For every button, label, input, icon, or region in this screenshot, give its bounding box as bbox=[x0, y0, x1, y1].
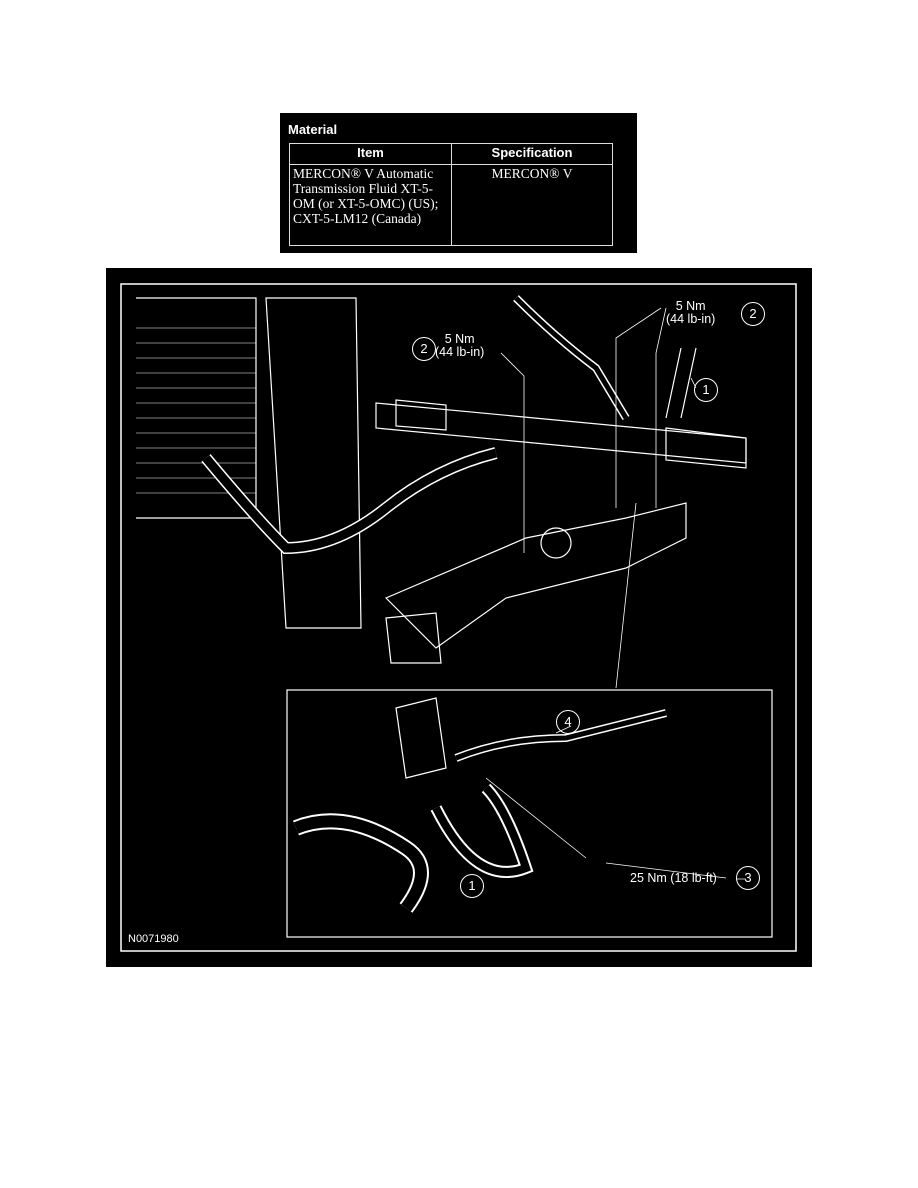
torque-lbin: (44 lb-in) bbox=[666, 312, 716, 326]
figure-id: N0071980 bbox=[128, 933, 179, 945]
cell-item: MERCON® V Automatic Transmission Fluid X… bbox=[289, 164, 452, 246]
illustration-drawing bbox=[120, 283, 797, 952]
callout-1a: 1 bbox=[694, 378, 718, 402]
material-table: Item Specification MERCON® V Automatic T… bbox=[289, 143, 613, 246]
steering-gear-illustration: 5 Nm(44 lb-in) 2 5 Nm(44 lb-in) 2 1 4 25… bbox=[106, 268, 812, 967]
callout-1b: 1 bbox=[460, 874, 484, 898]
torque-label-2b: 5 Nm(44 lb-in) bbox=[666, 300, 715, 326]
table-row: MERCON® V Automatic Transmission Fluid X… bbox=[289, 164, 613, 246]
callout-2b: 2 bbox=[741, 302, 765, 326]
torque-nm: 5 Nm bbox=[444, 332, 475, 346]
torque-label-2a: 5 Nm(44 lb-in) bbox=[435, 333, 484, 359]
callout-4: 4 bbox=[556, 710, 580, 734]
header-specification: Specification bbox=[451, 143, 613, 165]
cell-specification: MERCON® V bbox=[451, 164, 613, 246]
material-title: Material bbox=[288, 122, 338, 137]
torque-nm: 5 Nm bbox=[675, 299, 706, 313]
callout-3: 3 bbox=[736, 866, 760, 890]
callout-2a: 2 bbox=[412, 337, 436, 361]
header-item: Item bbox=[289, 143, 452, 165]
material-table-box: Material Item Specification MERCON® V Au… bbox=[280, 113, 637, 253]
torque-label-3: 25 Nm (18 lb-ft) bbox=[630, 871, 717, 885]
torque-lbin: (44 lb-in) bbox=[435, 345, 485, 359]
